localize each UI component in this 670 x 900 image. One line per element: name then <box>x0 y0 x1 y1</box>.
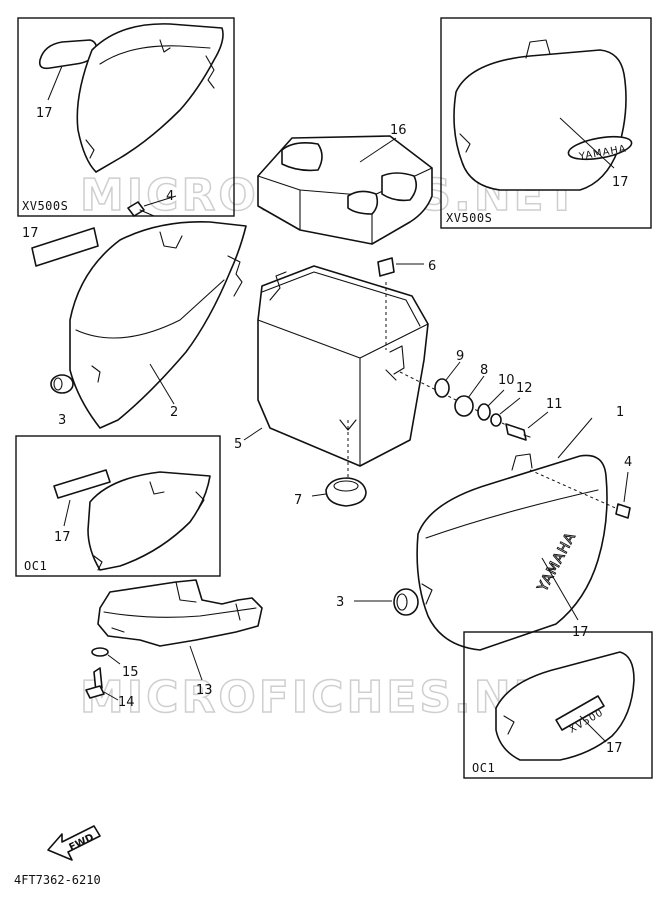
inset-oc1-right: XV500 17 OC1 <box>463 631 653 779</box>
hardware-chain: 9 8 10 12 11 <box>399 349 563 441</box>
callout-4-right: 4 <box>624 455 632 470</box>
part-2-left-side-cover: 17 4 2 3 <box>22 189 247 429</box>
callout-17-bottom-right: 17 <box>606 741 623 756</box>
figure-code: 4FT7362-6210 <box>14 873 101 887</box>
callout-5: 5 <box>234 437 242 452</box>
part-16-battery-cover: 16 <box>257 123 433 245</box>
watermark-bottom: MICROFICHES.NET <box>80 672 580 723</box>
part-13-bracket: 13 15 14 <box>85 579 263 710</box>
callout-9: 9 <box>456 349 464 364</box>
variant-label-top-right: XV500S <box>446 211 492 225</box>
callout-15: 15 <box>122 665 139 680</box>
callout-13: 13 <box>196 683 213 698</box>
callout-10: 10 <box>498 373 515 388</box>
callout-3-left: 3 <box>58 413 66 428</box>
variant-label-top-left: XV500S <box>22 199 68 213</box>
callout-6: 6 <box>428 259 436 274</box>
callout-17-top-left: 17 <box>36 106 53 121</box>
inset-xv500s-right: YAMAHA 17 XV500S <box>440 17 652 229</box>
fwd-arrow: FWD <box>47 825 101 861</box>
callout-4-left: 4 <box>166 189 174 204</box>
part-7-grommet: 7 <box>294 477 367 508</box>
callout-3-right: 3 <box>336 595 344 610</box>
callout-8: 8 <box>480 363 488 378</box>
part-5-battery-box: 5 <box>234 265 429 478</box>
variant-label-mid-left: OC1 <box>24 559 47 573</box>
variant-label-bottom-right: OC1 <box>472 761 495 775</box>
callout-16: 16 <box>390 123 407 138</box>
callout-1: 1 <box>616 405 624 420</box>
part-6-clip: 6 <box>377 257 436 277</box>
callout-12: 12 <box>516 381 533 396</box>
callout-17-mid-left: 17 <box>54 530 71 545</box>
inset-xv500s-left: 17 XV500S <box>17 17 235 217</box>
callout-17-left: 17 <box>22 226 39 241</box>
part-1-right-side-cover: YAMAHA 1 4 17 3 <box>336 405 632 651</box>
inset-oc1-left: 17 OC1 <box>15 435 221 577</box>
callout-11: 11 <box>546 397 563 412</box>
callout-2: 2 <box>170 405 178 420</box>
callout-17-top-right: 17 <box>612 175 629 190</box>
callout-7: 7 <box>294 493 302 508</box>
callout-14: 14 <box>118 695 135 710</box>
